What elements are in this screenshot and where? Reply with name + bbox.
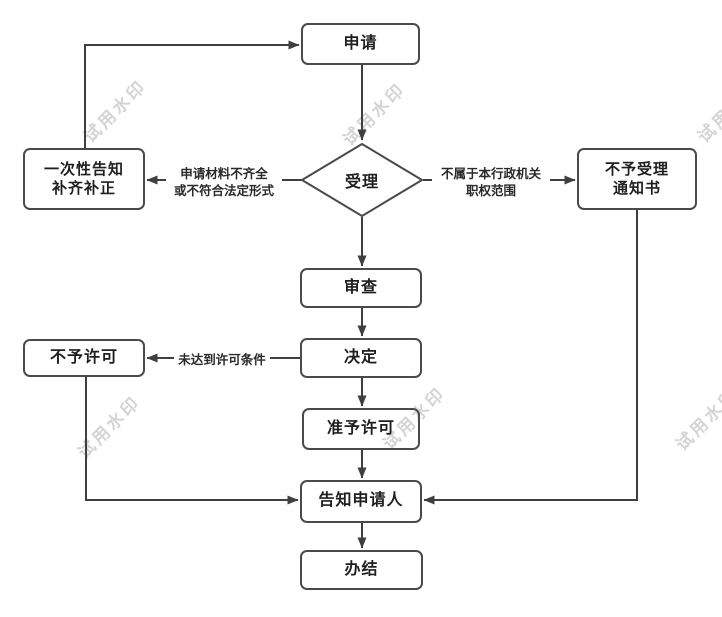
- edge-label-not-in-jurisdiction-line1: 不属于本行政机关: [440, 167, 541, 181]
- node-deny: 不予许可: [23, 339, 145, 377]
- edge-notify-correct-to-apply: [84, 40, 300, 148]
- node-not-accept-notice-line1: 不予受理: [604, 160, 669, 178]
- node-deny-label: 不予许可: [49, 348, 118, 366]
- node-notify-correct-line1: 一次性告知: [43, 160, 124, 178]
- node-decide: 决定: [300, 338, 422, 378]
- node-inform-label: 告知申请人: [318, 492, 404, 510]
- edge-deny-to-inform: [85, 377, 299, 505]
- node-review-label: 审查: [343, 278, 378, 296]
- edge-not-accept-notice-to-inform: [423, 210, 638, 505]
- edge-label-incomplete-materials: 申请材料不齐全 或不符合法定形式: [166, 165, 282, 201]
- node-decide-label: 决定: [343, 348, 378, 366]
- node-not-accept-notice: 不予受理 通知书: [577, 148, 697, 210]
- edge-label-conditions-not-met-text: 未达到许可条件: [178, 353, 266, 367]
- edge-label-not-in-jurisdiction-line2: 职权范围: [465, 183, 516, 198]
- node-complete: 办结: [300, 550, 423, 590]
- node-not-accept-notice-line2: 通知书: [612, 180, 661, 197]
- edge-label-incomplete-materials-line1: 申请材料不齐全: [180, 167, 268, 181]
- node-inform: 告知申请人: [300, 480, 422, 523]
- node-accept-label: 受理: [344, 174, 379, 191]
- node-notify-correct-line2: 补齐补正: [51, 180, 116, 197]
- node-complete-label: 办结: [344, 560, 379, 578]
- edge-label-incomplete-materials-line2: 或不符合法定形式: [173, 183, 274, 198]
- node-accept-diamond: 受理: [301, 143, 423, 217]
- node-grant-label: 准予许可: [326, 419, 395, 437]
- edge-label-not-in-jurisdiction: 不属于本行政机关 职权范围: [432, 165, 550, 201]
- node-review: 审查: [300, 268, 422, 308]
- node-apply: 申请: [301, 23, 420, 65]
- node-apply-label: 申请: [343, 34, 378, 52]
- diamond-shape: [301, 143, 423, 217]
- node-grant: 准予许可: [302, 408, 420, 450]
- edge-label-conditions-not-met: 未达到许可条件: [174, 351, 270, 370]
- node-notify-correct: 一次性告知 补齐补正: [23, 148, 145, 210]
